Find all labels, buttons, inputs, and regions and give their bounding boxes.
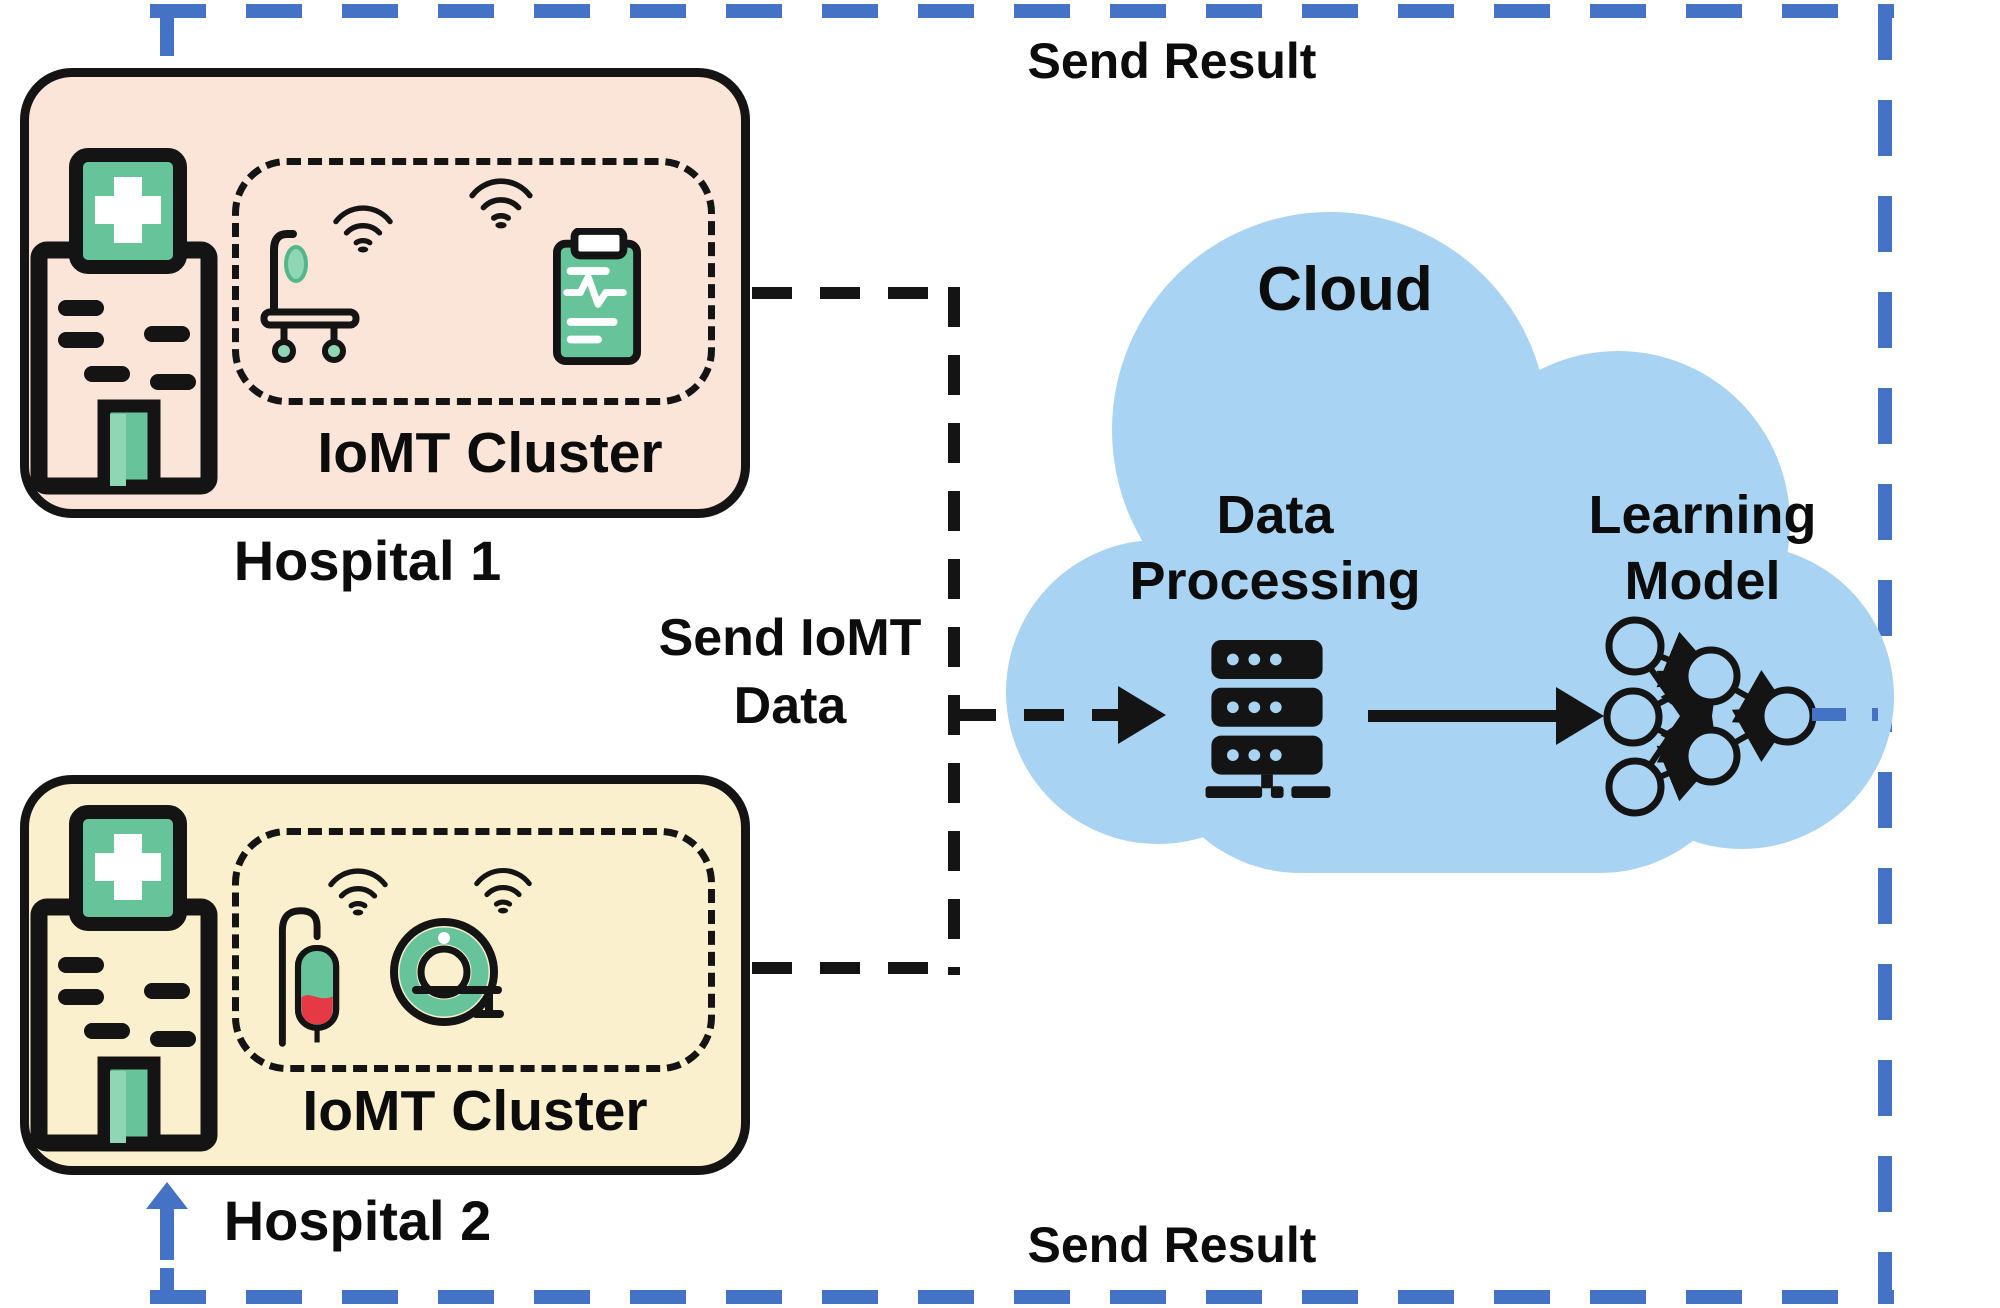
send-result-top-label: Send Result [1027, 33, 1317, 89]
wifi-icon [469, 178, 533, 229]
send-data-arrow-line [956, 709, 1118, 721]
neural-network-icon [1603, 616, 1817, 817]
hospital2-data-connector [752, 962, 952, 974]
result-loop-top-border [150, 4, 1894, 18]
data-connector-vertical [948, 287, 960, 975]
hospital-bed-icon [260, 230, 360, 363]
processing-to-model-arrow-line [1368, 710, 1558, 722]
data-processing-line1: Data [1216, 485, 1334, 545]
cloud-title: Cloud [1257, 255, 1433, 324]
server-icon [1205, 640, 1331, 798]
wifi-icon [328, 868, 388, 916]
hospital-building-icon [30, 148, 218, 495]
clipboard-chart-icon [553, 228, 641, 365]
data-processing-line2: Processing [1129, 551, 1421, 611]
send-result-bottom-label: Send Result [1027, 1217, 1317, 1273]
hospital2-iomt-cluster-box [232, 828, 715, 1072]
wifi-icon [474, 868, 532, 914]
send-data-arrow-head [1118, 686, 1166, 744]
iv-drip-icon [278, 907, 340, 1047]
hospital2-label: Hospital 2 [223, 1189, 492, 1252]
hospital1-label: Hospital 1 [233, 529, 502, 592]
model-to-result-stub [1812, 708, 1878, 721]
hospital1-data-connector [752, 287, 952, 299]
send-iomt-data-line1: Send IoMT [658, 609, 922, 667]
arrow-into-hospital2-head [146, 1182, 188, 1209]
learning-model-line1: Learning [1588, 485, 1817, 545]
hospital-building-icon [30, 805, 218, 1152]
result-loop-top-left-stub [160, 4, 174, 56]
hospital2-cluster-label: IoMT Cluster [302, 1079, 648, 1143]
result-loop-bottom-border [150, 1290, 1894, 1304]
result-loop-bottom-left-stub [160, 1268, 174, 1304]
arrow-into-hospital2-shaft [160, 1208, 174, 1260]
ct-scanner-icon [390, 918, 504, 1026]
hospital1-iomt-cluster-box [232, 158, 715, 405]
send-iomt-data-label: Send IoMT Data [590, 604, 990, 740]
learning-model-label: Learning Model [1500, 482, 1905, 614]
data-processing-label: Data Processing [1075, 482, 1475, 614]
processing-to-model-arrow-head [1556, 687, 1604, 745]
hospital1-cluster-label: IoMT Cluster [317, 421, 663, 485]
send-iomt-data-line2: Data [733, 677, 847, 735]
learning-model-line2: Model [1624, 551, 1781, 611]
wifi-icon [333, 205, 393, 253]
